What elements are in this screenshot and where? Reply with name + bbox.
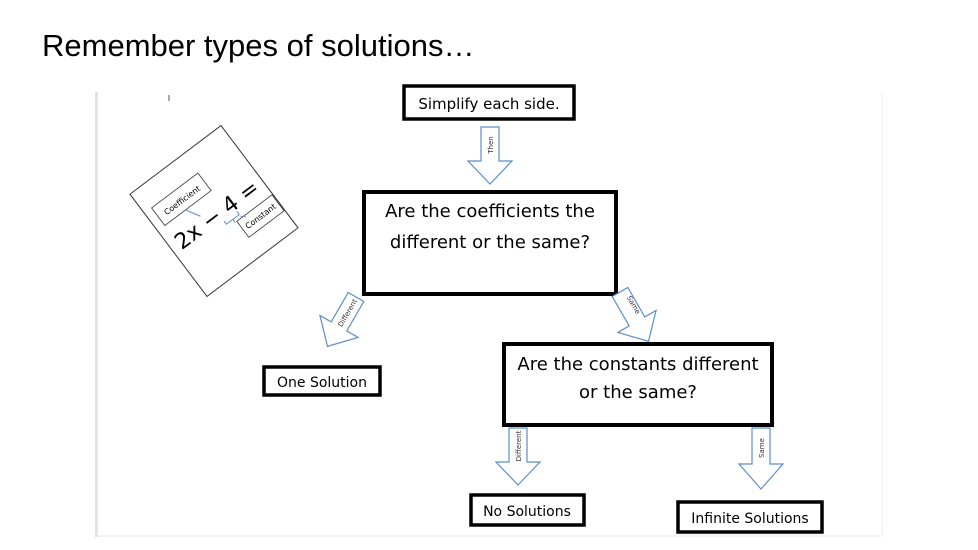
different-label-2: Different <box>515 430 523 461</box>
no-solutions-text: No Solutions <box>483 504 571 520</box>
constant-box <box>236 194 285 238</box>
different-arrow-1: Different <box>319 291 365 348</box>
then-arrow: Then <box>466 126 514 185</box>
same-arrow-1: Same <box>611 286 657 343</box>
constants-line-2: or the same? <box>579 382 697 403</box>
one-solution-box <box>262 365 382 397</box>
card-border <box>129 124 299 298</box>
coefficients-box <box>362 190 618 296</box>
different-arrow-2: Different <box>494 427 542 486</box>
constants-line-1: Are the constants different <box>517 354 758 375</box>
simplify-box <box>402 84 576 121</box>
simplify-text: Simplify each side. <box>418 95 559 113</box>
constants-box <box>502 342 774 427</box>
same-label-2: Same <box>758 438 766 458</box>
equation-card: Coefficient 2x − 4 = Constant <box>129 124 299 298</box>
slide-title: Remember types of solutions… <box>42 28 475 63</box>
image-left-border <box>95 92 98 537</box>
no-solutions-box <box>469 493 586 527</box>
same-arrow-2: Same <box>737 427 785 490</box>
down-right-arrow-icon <box>611 286 657 343</box>
infinite-solutions-text: Infinite Solutions <box>691 511 808 527</box>
infinite-solutions-box <box>676 500 824 534</box>
then-label: Then <box>487 136 495 154</box>
down-arrow-icon <box>466 126 514 185</box>
down-arrow-icon <box>494 427 542 486</box>
coefficients-line-1: Are the coefficients the <box>385 201 595 222</box>
coefficient-box <box>151 172 212 227</box>
pointer-lines <box>185 209 247 225</box>
down-left-arrow-icon <box>319 291 365 348</box>
down-arrow-icon <box>737 427 785 490</box>
coefficients-line-2: different or the same? <box>390 232 590 253</box>
one-solution-text: One Solution <box>277 375 367 391</box>
